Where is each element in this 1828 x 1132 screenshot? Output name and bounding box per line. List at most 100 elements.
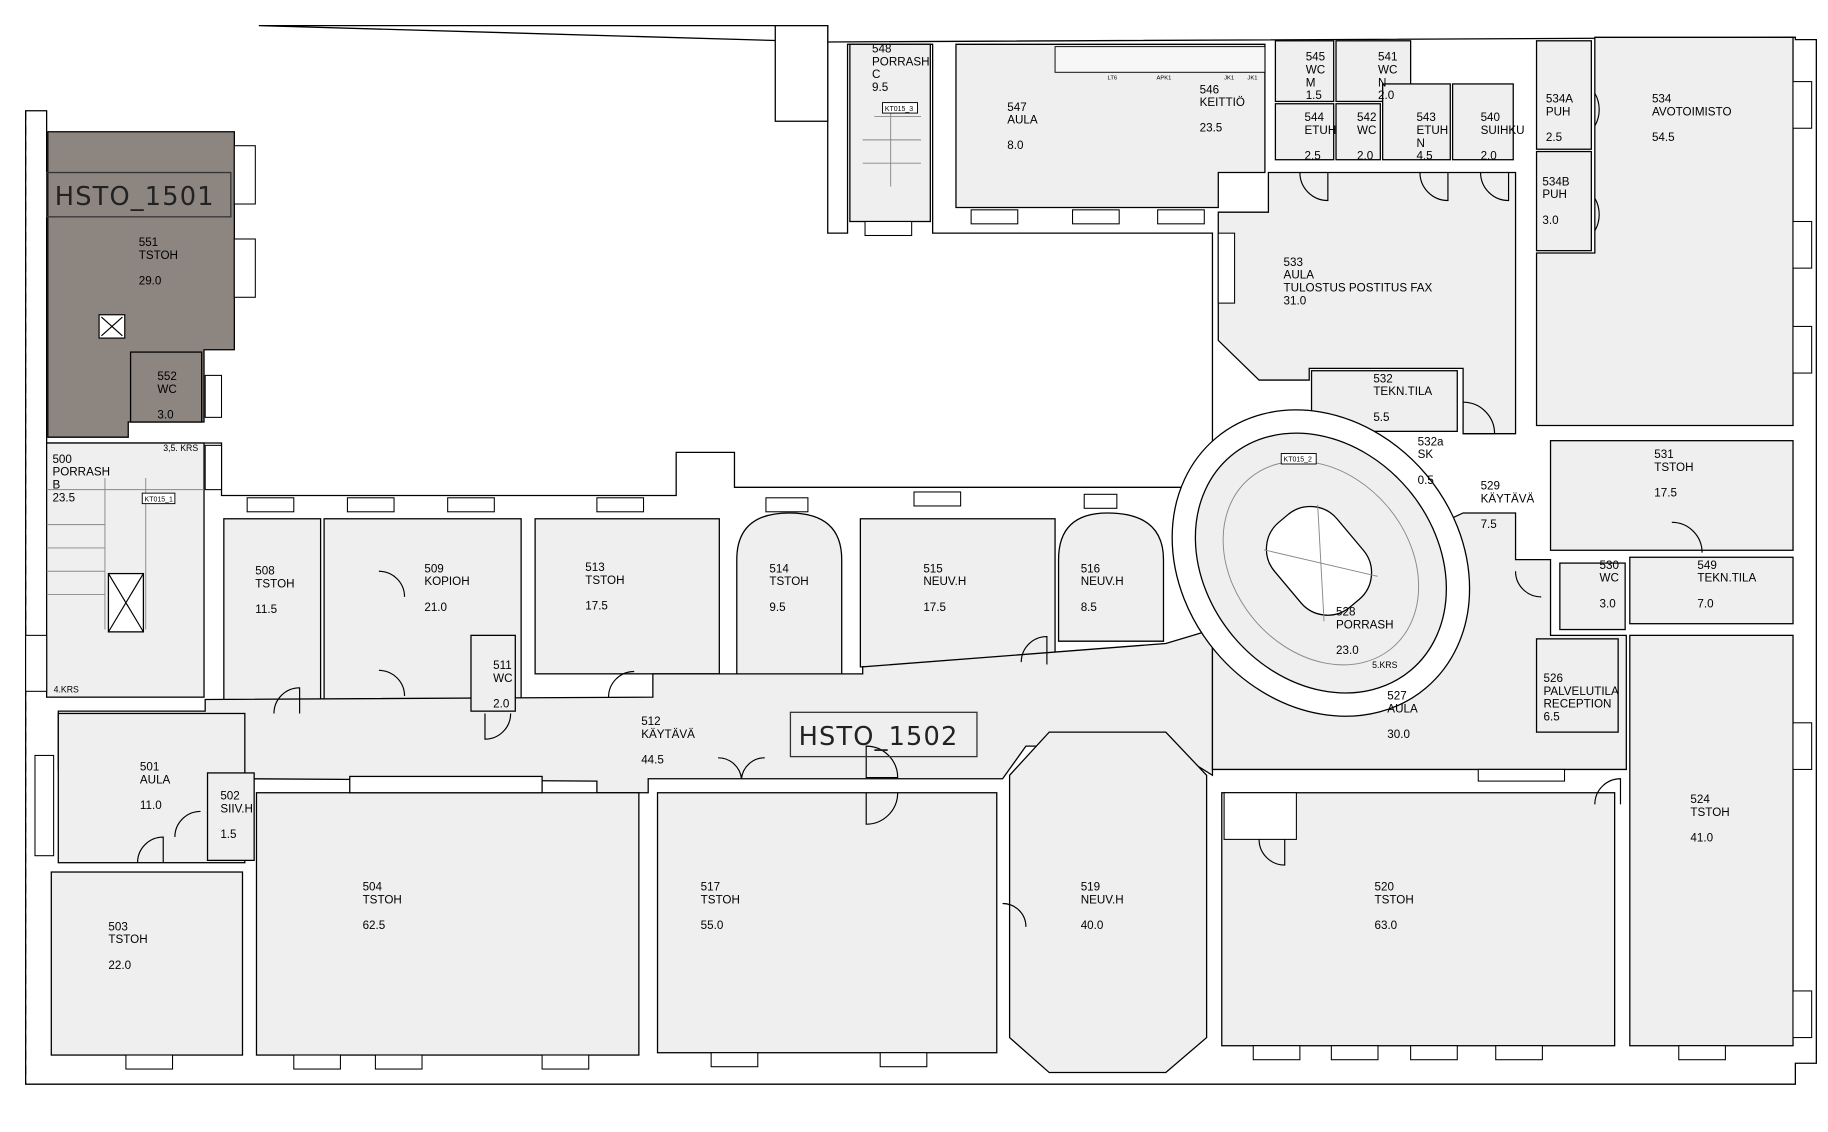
room-area: 29.0 — [139, 274, 162, 287]
room-519[interactable] — [1008, 731, 1208, 1074]
room-530[interactable] — [1559, 562, 1626, 631]
room-547-546[interactable] — [955, 43, 1266, 209]
room-548[interactable] — [849, 43, 931, 223]
room-area: 8.5 — [1081, 601, 1097, 614]
room-502[interactable] — [206, 772, 255, 862]
room-511[interactable] — [470, 634, 516, 712]
room-type: WC — [1599, 572, 1618, 585]
room-526[interactable] — [1535, 638, 1619, 733]
room-type: C — [872, 68, 880, 81]
room-number: 501 — [140, 761, 159, 774]
room-area: 11.0 — [140, 799, 162, 812]
room-552[interactable] — [129, 351, 203, 423]
room-534a[interactable] — [1535, 40, 1592, 150]
room-540[interactable] — [1451, 83, 1514, 161]
room-number: 541 — [1378, 51, 1397, 64]
room-508[interactable] — [223, 518, 322, 712]
room-area: 23.5 — [52, 491, 75, 504]
room-533[interactable] — [1217, 171, 1517, 435]
room-type: NEUV.H — [1081, 894, 1124, 907]
room-type: AULA — [1007, 114, 1038, 127]
room-514[interactable] — [736, 512, 843, 683]
room-type: M — [1306, 76, 1316, 89]
room-524[interactable] — [1629, 634, 1794, 1047]
room-534[interactable] — [1535, 36, 1794, 427]
doors — [136, 92, 1703, 927]
room-516[interactable] — [1057, 512, 1165, 642]
room-513[interactable] — [534, 518, 720, 675]
windows — [25, 81, 1813, 1070]
room-type: TSTOH — [769, 575, 808, 588]
room-number: 540 — [1481, 111, 1501, 124]
zone-hsto-1501[interactable]: HSTO_1501 — [45, 171, 232, 218]
room-542[interactable] — [1335, 103, 1381, 161]
room-number: 526 — [1544, 672, 1563, 685]
room-545[interactable] — [1274, 40, 1335, 103]
room-544[interactable] — [1274, 103, 1335, 161]
floor-label: 4.KRS — [54, 684, 79, 694]
room-515[interactable] — [859, 518, 1056, 668]
room-534b[interactable] — [1535, 150, 1592, 252]
room-area: 44.5 — [641, 754, 664, 767]
room-504[interactable] — [255, 792, 640, 1056]
room-type: SK — [1418, 448, 1434, 461]
room-500[interactable] — [45, 442, 205, 698]
room-503[interactable] — [50, 871, 244, 1056]
zone-hsto-1502[interactable]: HSTO_1502 — [789, 711, 978, 758]
room-area: 3.0 — [1542, 214, 1559, 227]
room-517[interactable] — [656, 792, 998, 1054]
kitchen-tag: JK1 — [1247, 75, 1257, 81]
room-543[interactable] — [1382, 83, 1451, 161]
room-549[interactable] — [1629, 556, 1794, 625]
room-531[interactable] — [1549, 440, 1794, 551]
